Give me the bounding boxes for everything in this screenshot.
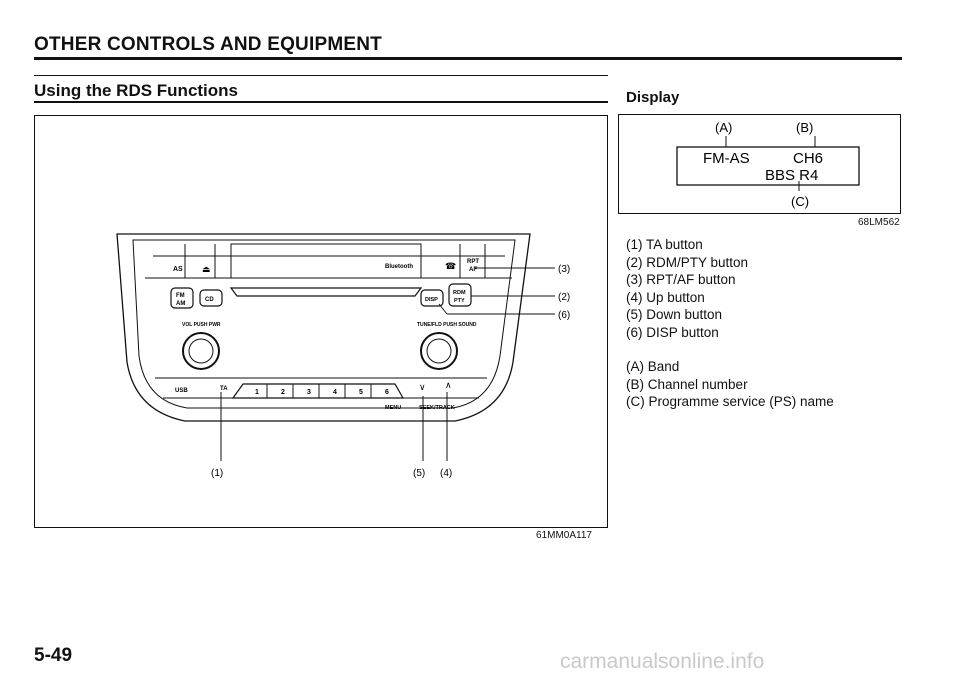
rpt-label: RPT (467, 259, 479, 265)
callout-5: (5) (413, 468, 425, 479)
header-rule (34, 57, 902, 60)
vol-label: VOL PUSH PWR (182, 322, 221, 328)
bluetooth-label: Bluetooth (385, 264, 413, 270)
screen-band: FM-AS (703, 150, 750, 167)
phone-icon: ☎ (445, 261, 456, 271)
page-number: 5-49 (34, 645, 73, 666)
preset-3-label: 3 (307, 389, 311, 396)
screen-ps-name: BBS R4 (765, 167, 818, 184)
screen-channel: CH6 (793, 150, 823, 167)
preset-bar (231, 383, 405, 399)
label-c: (C) (791, 194, 809, 209)
fm-am-button (170, 287, 194, 309)
radio-figure-code: 61MM0A117 (536, 530, 592, 541)
rdm-label: RDM (453, 290, 466, 296)
label-b: (B) (796, 120, 813, 135)
usb-label: USB (175, 388, 188, 394)
cd-button (199, 289, 223, 307)
tune-label: TUNE/FLD PUSH SOUND (417, 322, 477, 328)
subsection-top-rule (34, 75, 608, 76)
vol-knob-inner (188, 338, 214, 364)
callout-4: (4) (440, 468, 452, 479)
radio-figure: AS ⏏ Bluetooth ☎ RPT AF FM AM CD DISP RD… (34, 115, 608, 528)
bezel-inner (132, 239, 516, 409)
display-screen (676, 146, 860, 186)
display-illustration: (A) (B) FM-AS CH6 BBS R4 (C) (676, 120, 860, 209)
down-arrow-icon: ∨ (419, 382, 426, 392)
preset-6-label: 6 (385, 389, 389, 396)
list-item: (B) Channel number (626, 376, 748, 392)
list-item: (A) Band (626, 359, 680, 374)
preset-5-label: 5 (359, 389, 363, 396)
callout-2: (2) (558, 292, 570, 303)
cd-slot (229, 287, 423, 297)
list-item: (3) RPT/AF button (626, 272, 736, 287)
label-a: (A) (715, 120, 732, 135)
am-label: AM (176, 301, 185, 307)
tune-knob (420, 332, 458, 370)
preset-4-label: 4 (333, 389, 337, 396)
pty-label: PTY (454, 298, 465, 304)
list-item: (C) Programme service (PS) name (626, 394, 834, 409)
preset-1-label: 1 (255, 389, 259, 396)
callout-3: (3) (558, 264, 570, 275)
callout-1: (1) (211, 468, 223, 479)
menu-label: MENU (385, 405, 401, 411)
eject-icon: ⏏ (202, 264, 211, 274)
seek-label: SEEK/TRACK (419, 405, 455, 411)
subsection-rule (34, 101, 608, 103)
display-title: Display (626, 89, 680, 106)
disp-button (420, 289, 444, 307)
display-figure: (A) (B) FM-AS CH6 BBS R4 (C) (618, 114, 901, 214)
fm-label: FM (176, 293, 185, 299)
section-title: OTHER CONTROLS AND EQUIPMENT (34, 34, 382, 55)
cd-label: CD (205, 297, 214, 303)
ta-label: TA (220, 386, 228, 392)
up-arrow-icon: ∧ (445, 380, 452, 390)
list-item: (1) TA button (626, 237, 703, 252)
list-item: (6) DISP button (626, 324, 719, 340)
af-label: AF (469, 267, 477, 273)
preset-2-label: 2 (281, 389, 285, 396)
bezel-outline (116, 233, 531, 422)
list-item: (4) Up button (626, 289, 705, 305)
radio-illustration: AS ⏏ Bluetooth ☎ RPT AF FM AM CD DISP RD… (116, 233, 570, 479)
subsection-title: Using the RDS Functions (34, 81, 238, 100)
list-item: (5) Down button (626, 307, 723, 322)
vol-knob (182, 332, 220, 370)
display-list: (A) Band (B) Channel number (C) Programm… (626, 358, 834, 411)
list-item: (2) RDM/PTY button (626, 254, 749, 270)
display-figure-code: 68LM562 (858, 217, 900, 228)
callout-6: (6) (558, 310, 570, 321)
as-label: AS (173, 266, 183, 273)
button-list: (1) TA button (2) RDM/PTY button (3) RPT… (626, 236, 748, 341)
rdm-pty-button (448, 283, 472, 307)
disp-label: DISP (425, 297, 438, 303)
cd-slot-area (230, 243, 422, 279)
tune-knob-inner (426, 338, 452, 364)
preset-buttons: 1 2 3 4 5 6 (255, 384, 389, 398)
watermark: carmanualsonline.info (560, 650, 765, 673)
